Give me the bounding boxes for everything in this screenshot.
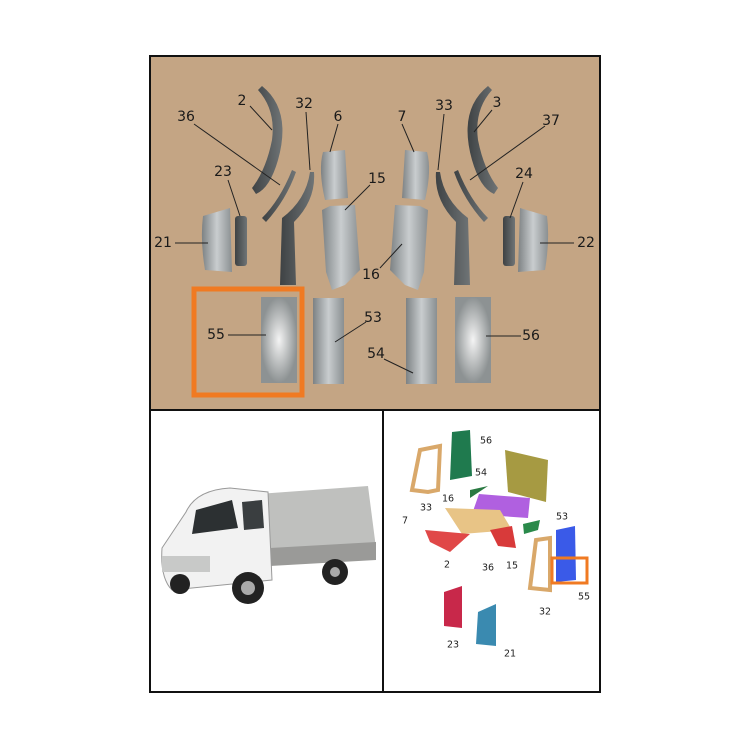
part-label: 2 xyxy=(237,93,247,109)
part-label: 55 xyxy=(207,327,225,343)
assembly-label: 21 xyxy=(503,648,517,660)
highlight-box-55 xyxy=(191,286,305,398)
part-label: 24 xyxy=(515,166,533,182)
assembly-label: 16 xyxy=(441,493,455,505)
assembly-label: 55 xyxy=(577,591,591,603)
part-label: 21 xyxy=(154,235,172,251)
part-label: 22 xyxy=(577,235,595,251)
assembly-label: 36 xyxy=(481,562,495,574)
part-label: 53 xyxy=(364,310,382,326)
assembly-label: 15 xyxy=(505,560,519,572)
assembly-label: 7 xyxy=(401,515,409,527)
assembly-label: 23 xyxy=(446,639,460,651)
divider xyxy=(149,409,601,411)
part-label: 32 xyxy=(295,96,313,112)
part-label: 23 xyxy=(214,164,232,180)
truck-icon xyxy=(161,486,376,604)
highlight-box-55-small xyxy=(550,556,589,585)
part-label: 36 xyxy=(177,109,195,125)
assembly-label: 54 xyxy=(474,467,488,479)
part-label: 16 xyxy=(362,267,380,283)
part-shapes xyxy=(201,86,549,384)
part-label: 54 xyxy=(367,346,385,362)
part-label: 37 xyxy=(542,113,560,129)
part-label: 6 xyxy=(333,109,343,125)
part-label: 33 xyxy=(435,98,453,114)
part-label: 56 xyxy=(522,328,540,344)
assembly-label: 2 xyxy=(443,559,451,571)
part-label: 3 xyxy=(492,95,502,111)
divider xyxy=(382,410,384,693)
assembly-label: 53 xyxy=(555,511,569,523)
assembly-shapes xyxy=(409,430,576,646)
assembly-label: 33 xyxy=(419,502,433,514)
assembly-label: 32 xyxy=(538,606,552,618)
assembly-label: 56 xyxy=(479,435,493,447)
leader-lines xyxy=(175,105,574,374)
part-label: 15 xyxy=(368,171,386,187)
part-label: 7 xyxy=(397,109,407,125)
